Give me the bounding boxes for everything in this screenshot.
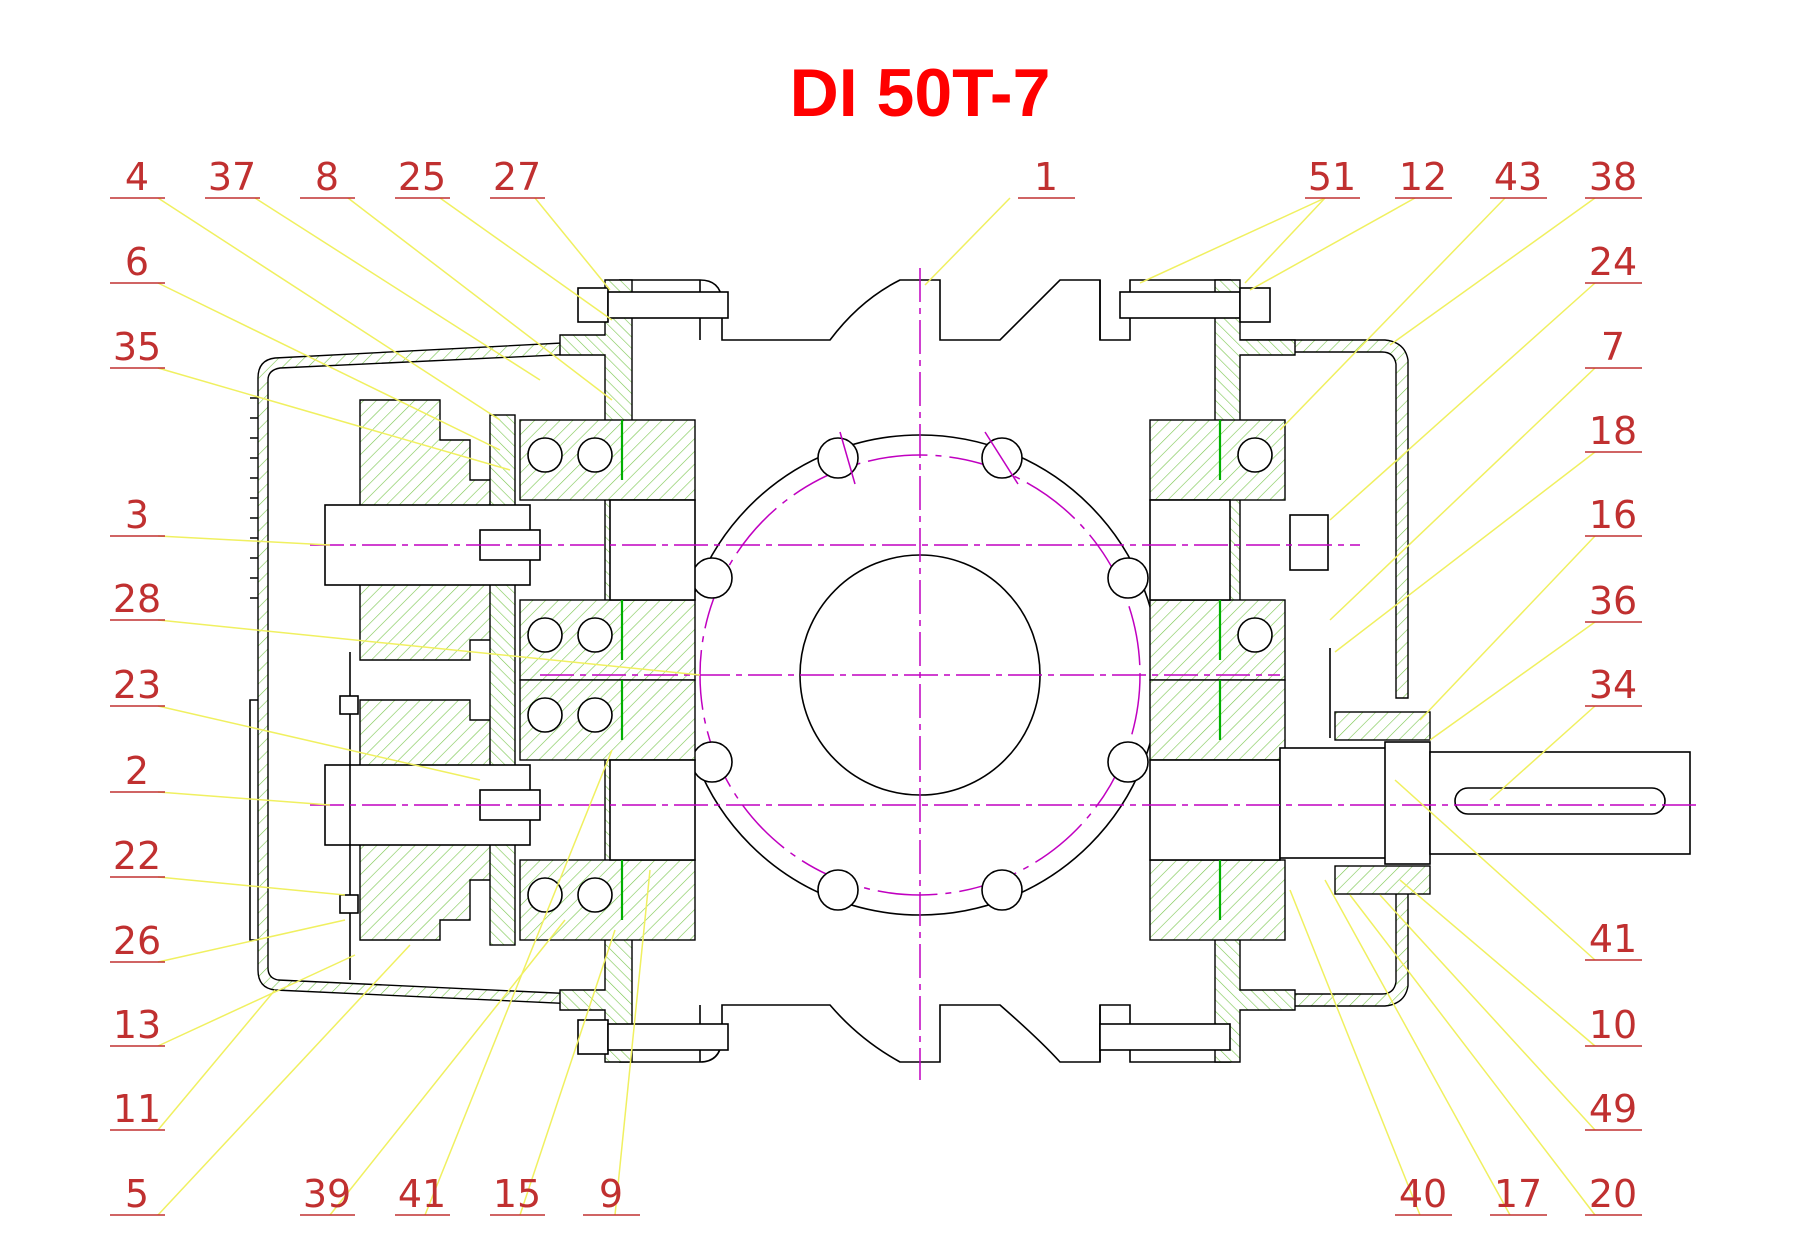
- callout-35: 35: [113, 325, 161, 369]
- callout-8: 8: [315, 155, 339, 199]
- callout-7: 7: [1601, 325, 1625, 369]
- output-shaft: [1279, 648, 1691, 895]
- callout-38: 38: [1589, 155, 1637, 199]
- callout-49: 49: [1589, 1087, 1637, 1131]
- callouts-top: 4 37 8 25 27 1 51 12 43 38: [110, 155, 1642, 199]
- callout-17: 17: [1494, 1172, 1542, 1216]
- callout-25: 25: [398, 155, 446, 199]
- callout-5: 5: [125, 1172, 149, 1216]
- callout-41-right: 41: [1589, 917, 1637, 961]
- left-bearing-stack: [519, 419, 696, 941]
- callout-41-bottom: 41: [398, 1172, 446, 1216]
- callout-11: 11: [113, 1087, 161, 1131]
- callout-22: 22: [113, 834, 161, 878]
- drawing-title: DI 50T-7: [790, 55, 1051, 131]
- callout-12: 12: [1399, 155, 1447, 199]
- callout-28: 28: [113, 577, 161, 621]
- callouts-bottom: 39 41 15 9 40 17 20: [300, 1172, 1642, 1216]
- mechanical-section: [249, 268, 1700, 1080]
- callout-13: 13: [113, 1003, 161, 1047]
- callout-40: 40: [1399, 1172, 1447, 1216]
- callout-16: 16: [1589, 493, 1637, 537]
- callout-3: 3: [125, 493, 149, 537]
- callouts-right: 24 7 18 16 36 34 41 10 49: [1585, 240, 1642, 1131]
- callout-9: 9: [599, 1172, 623, 1216]
- callout-2: 2: [125, 749, 149, 793]
- callout-36: 36: [1589, 579, 1637, 623]
- callout-43: 43: [1494, 155, 1542, 199]
- callout-23: 23: [113, 663, 161, 707]
- callout-1: 1: [1034, 155, 1058, 199]
- callout-4: 4: [125, 155, 149, 199]
- callout-24: 24: [1589, 240, 1637, 284]
- callout-51: 51: [1308, 155, 1356, 199]
- callout-37: 37: [208, 155, 256, 199]
- callout-15: 15: [493, 1172, 541, 1216]
- callout-26: 26: [113, 919, 161, 963]
- leader-lines: [157, 197, 1596, 1216]
- callout-27: 27: [493, 155, 541, 199]
- callout-34: 34: [1589, 663, 1637, 707]
- callout-6: 6: [125, 240, 149, 284]
- callout-39: 39: [303, 1172, 351, 1216]
- right-bearing-stack: [1149, 419, 1329, 941]
- callout-10: 10: [1589, 1003, 1637, 1047]
- callout-20: 20: [1589, 1172, 1637, 1216]
- fan-guard-right: [1229, 339, 1409, 699]
- callouts-left: 6 35 3 28 23 2 22 26 13 11 5: [110, 240, 165, 1216]
- callout-18: 18: [1589, 409, 1637, 453]
